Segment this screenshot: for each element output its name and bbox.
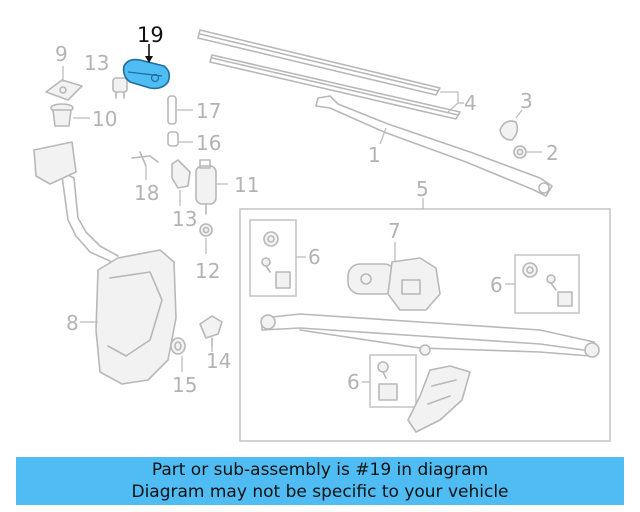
callout-9[interactable]: 9 — [55, 42, 68, 66]
wiper-blade-assembly[interactable] — [197, 29, 461, 120]
callout-11[interactable]: 11 — [234, 173, 259, 197]
arm-nut[interactable] — [513, 145, 527, 159]
callout-12[interactable]: 12 — [195, 259, 220, 283]
callout-4[interactable]: 4 — [464, 91, 477, 115]
hardware-nuts-left[interactable] — [261, 231, 291, 289]
linkage-group-box — [239, 208, 611, 442]
callout-6-bottom[interactable]: 6 — [347, 370, 360, 394]
hose-clip[interactable] — [131, 151, 159, 167]
callout-3[interactable]: 3 — [520, 89, 533, 113]
pump-grommet[interactable] — [199, 223, 213, 237]
callout-2[interactable]: 2 — [546, 141, 559, 165]
reservoir-strainer[interactable] — [50, 103, 74, 127]
callout-6-left[interactable]: 6 — [308, 245, 321, 269]
linkage-bracket[interactable] — [407, 365, 471, 433]
callout-5[interactable]: 5 — [416, 177, 429, 201]
callout-6-right[interactable]: 6 — [490, 273, 503, 297]
level-sensor[interactable] — [199, 315, 223, 347]
hose-connector-top[interactable] — [112, 77, 128, 99]
hardware-nuts-right[interactable] — [522, 262, 573, 307]
washer-reservoir[interactable] — [33, 141, 177, 385]
washer-pump[interactable] — [195, 159, 217, 215]
parts-diagram: 19 9 13 10 17 16 18 13 11 12 8 14 15 4 3… — [33, 23, 611, 442]
info-banner: Part or sub-assembly is #19 in diagram D… — [16, 457, 624, 505]
wiper-arm[interactable] — [315, 95, 553, 197]
arm-cap[interactable] — [499, 120, 519, 141]
callout-18[interactable]: 18 — [134, 181, 159, 205]
callout-8[interactable]: 8 — [66, 311, 79, 335]
leader-line-4 — [440, 91, 459, 113]
callout-19[interactable]: 19 — [137, 23, 164, 47]
washer-hose-16[interactable] — [167, 131, 179, 147]
callout-1[interactable]: 1 — [368, 143, 381, 167]
reservoir-cap[interactable] — [45, 79, 83, 101]
hardware-nuts-bottom[interactable] — [377, 361, 398, 401]
hardware-box-bottom — [369, 354, 417, 408]
wiper-motor[interactable] — [347, 257, 441, 311]
callout-10[interactable]: 10 — [92, 107, 117, 131]
wiper-linkage[interactable] — [260, 313, 600, 358]
banner-line-part-reference: Part or sub-assembly is #19 in diagram — [151, 460, 489, 480]
banner-line-disclaimer: Diagram may not be specific to your vehi… — [131, 482, 509, 502]
washer-hose-17[interactable] — [167, 95, 177, 125]
leader-line-1 — [379, 127, 387, 145]
highlighted-part-19[interactable] — [122, 58, 171, 90]
callout-13-top[interactable]: 13 — [84, 51, 109, 75]
callout-15[interactable]: 15 — [172, 373, 197, 397]
arrow-head-19 — [145, 56, 153, 63]
callout-17[interactable]: 17 — [196, 99, 221, 123]
callout-14[interactable]: 14 — [206, 349, 231, 373]
callout-7[interactable]: 7 — [388, 219, 401, 243]
callout-13-middle[interactable]: 13 — [172, 207, 197, 231]
callout-16[interactable]: 16 — [196, 131, 221, 155]
hose-connector-middle[interactable] — [171, 159, 191, 189]
hardware-box-left — [249, 219, 297, 297]
reservoir-grommet[interactable] — [170, 337, 186, 355]
leader-line-3 — [515, 109, 523, 119]
